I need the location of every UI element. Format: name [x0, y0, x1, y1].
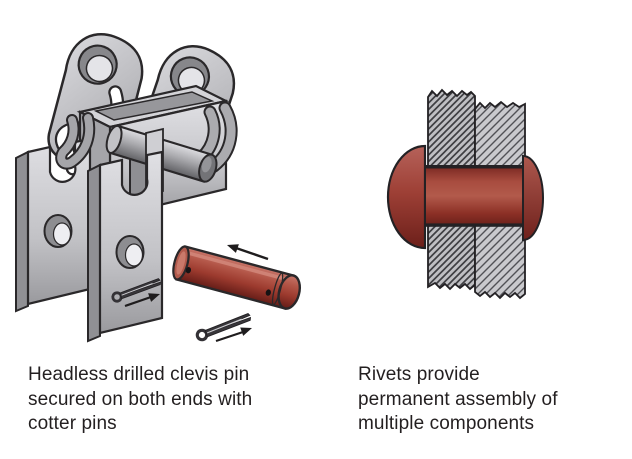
cotter-pin-upper-arrow	[124, 293, 160, 308]
cotter-pin-lower-arrow	[215, 327, 252, 343]
pin-insertion-arrow	[227, 244, 269, 261]
cotter-hole-far	[265, 289, 271, 296]
shaft-bottom-edge	[424, 223, 526, 227]
caption-rivets: Rivets provide permanent assembly of mul…	[358, 363, 558, 437]
caption-line: permanent assembly of	[358, 388, 558, 410]
caption-line: Headless drilled clevis pin	[28, 364, 250, 385]
pin-end-groove	[271, 272, 284, 306]
caption-line: Rivets provide	[358, 364, 480, 385]
cotter-pin-lower	[194, 311, 255, 343]
caption-line: cotter pins	[28, 413, 117, 434]
rivet-illustration	[386, 88, 544, 300]
riveted-plate-right	[474, 100, 526, 300]
riveted-plate-left	[427, 88, 476, 291]
clevis-pin-illustration	[15, 0, 301, 343]
caption-line: secured on both ends with	[28, 388, 253, 410]
cotter-hole-near	[185, 266, 192, 274]
shaft-top-edge	[424, 165, 526, 169]
hook-left-tip	[55, 112, 96, 170]
rivet-head	[386, 144, 427, 250]
caption-line: multiple components	[358, 413, 535, 434]
clevis-pin	[172, 245, 301, 310]
caption-clevis-pin: Headless drilled clevis pin secured on b…	[28, 363, 252, 437]
rivet-shaft	[424, 166, 524, 226]
clevis-plate-left	[15, 137, 92, 313]
rivet-tail	[522, 154, 544, 242]
